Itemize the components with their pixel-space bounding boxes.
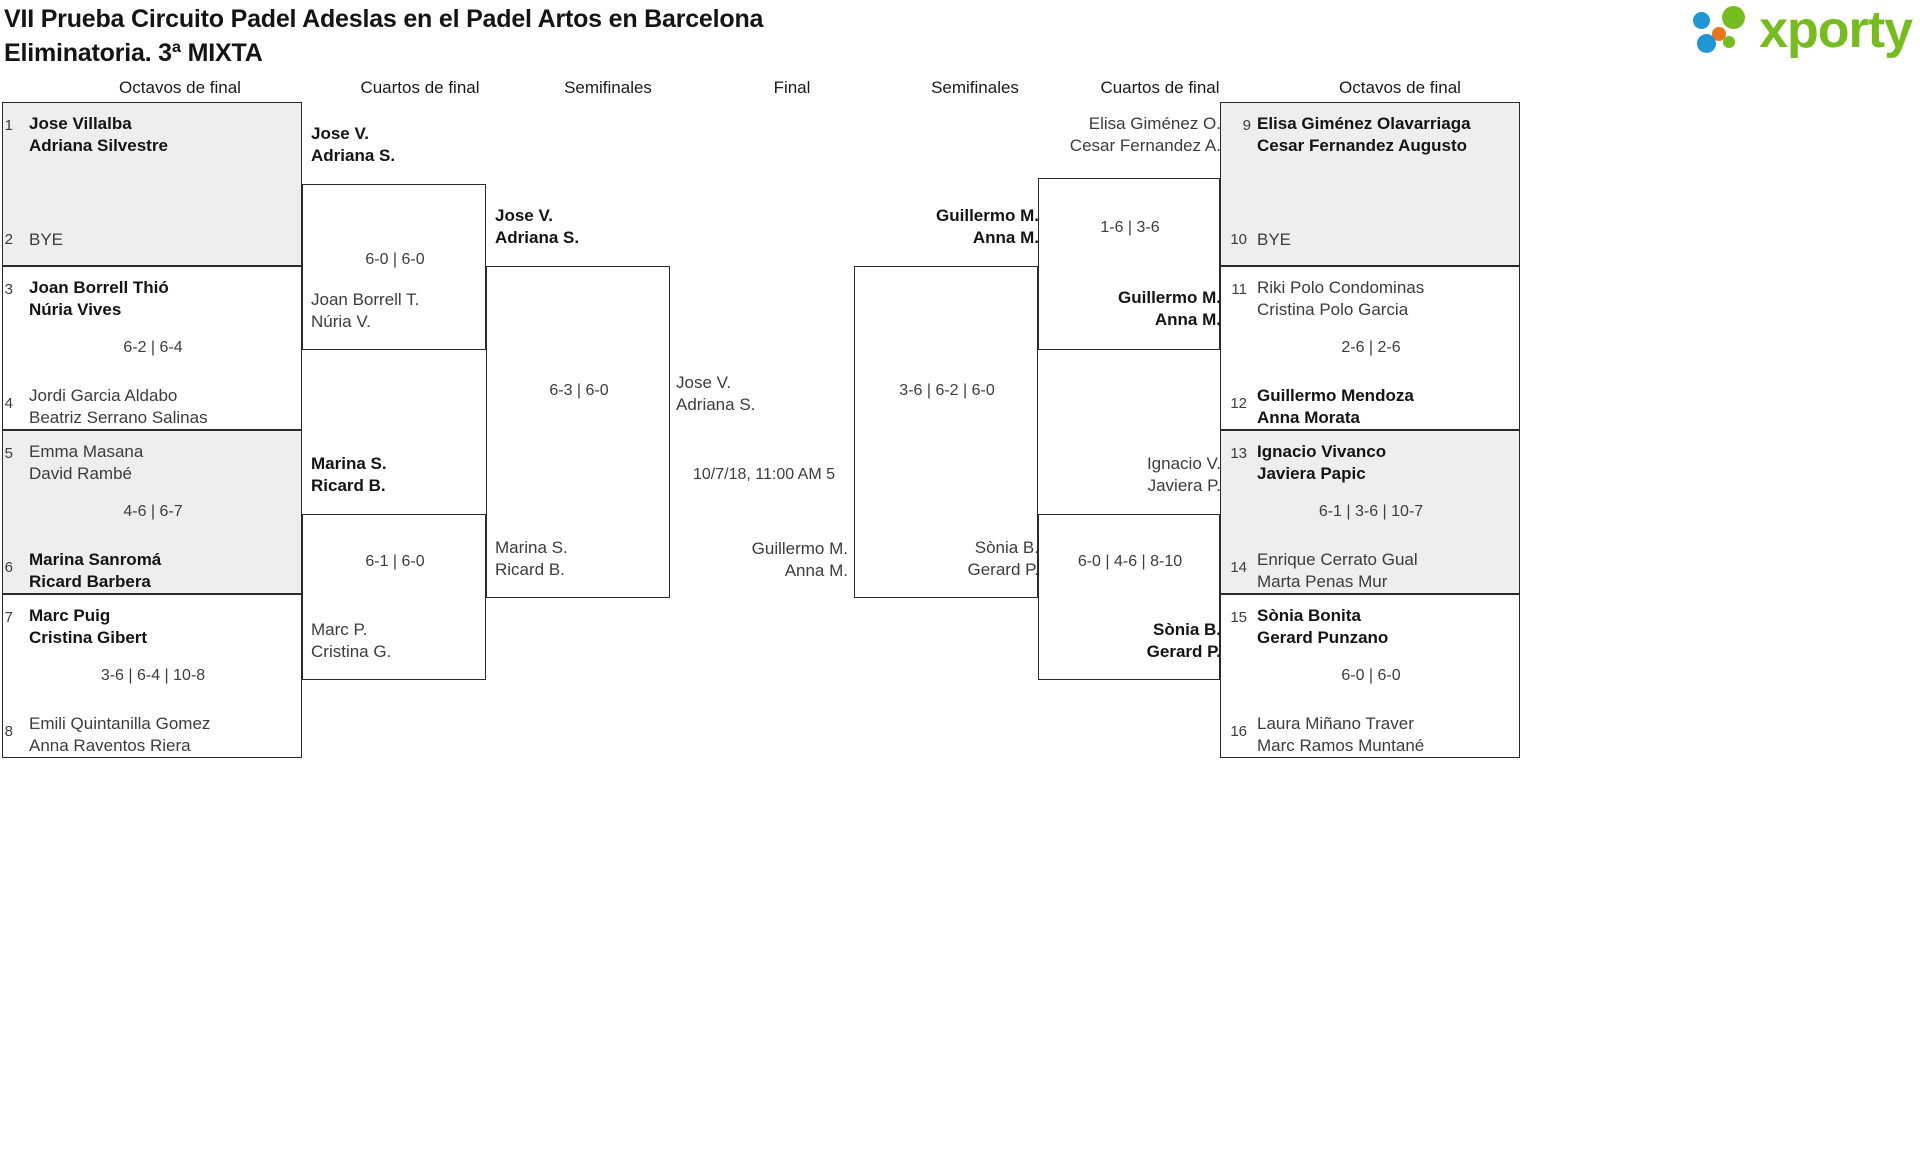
seed-number: 10 (1230, 231, 1247, 248)
team-bottom: Jordi Garcia Aldabo Beatriz Serrano Sali… (29, 386, 208, 427)
seed-number: 3 (4, 281, 13, 298)
seed-number: 13 (1230, 445, 1247, 462)
match-score: 6-0 | 6-0 (1341, 667, 1401, 684)
seed-number: 8 (4, 723, 13, 740)
team-top: Sònia Bonita Gerard Punzano (1257, 606, 1389, 647)
match-score: 6-2 | 6-4 (123, 339, 183, 356)
match-left-r16-2[interactable]: 3 Joan Borrell Thió Núria Vives 6-2 | 6-… (2, 266, 302, 430)
team-top: Joan Borrell Thió Núria Vives (29, 278, 169, 319)
match-datetime: 10/7/18, 11:00 AM 5 (692, 466, 836, 483)
team-top: Jose V. Adriana S. (311, 124, 396, 165)
seed-number: 6 (4, 559, 13, 576)
team-bottom: Enrique Cerrato Gual Marta Penas Mur (1257, 550, 1418, 591)
match-left-qf-2[interactable]: Marina S. Ricard B. 6-1 | 6-0 Marc P. Cr… (302, 454, 486, 680)
team-top: Emma Masana David Rambé (29, 442, 144, 483)
seed-number: 16 (1230, 723, 1247, 740)
xporty-logo: xporty (1691, 1, 1913, 59)
team-top: Marc Puig Cristina Gibert (29, 606, 148, 647)
logo-dots-icon (1691, 4, 1753, 56)
team-bottom: Marina S. Ricard B. (495, 538, 568, 579)
seed-number: 14 (1230, 559, 1247, 576)
round-header-right-r16: Octavos de final (1339, 78, 1461, 97)
team-top: Riki Polo Condominas Cristina Polo Garci… (1257, 278, 1425, 319)
seed-number: 7 (4, 609, 13, 626)
match-right-qf-2[interactable]: Ignacio V. Javiera P. 6-0 | 4-6 | 8-10 S… (1038, 454, 1221, 680)
seed-number: 11 (1231, 281, 1247, 298)
team-bottom: Guillermo M. Anna M. (751, 539, 848, 580)
match-score: 6-0 | 4-6 | 8-10 (1077, 553, 1183, 570)
seed-number: 5 (4, 445, 13, 462)
round-header-right-sf: Semifinales (931, 78, 1019, 97)
match-score: 6-0 | 6-0 (365, 251, 425, 268)
match-score: 3-6 | 6-4 | 10-8 (100, 667, 206, 684)
team-bottom: BYE (29, 230, 64, 249)
team-top: Guillermo M. Anna M. (936, 206, 1039, 247)
match-final[interactable]: Jose V. Adriana S. 10/7/18, 11:00 AM 5 G… (672, 362, 852, 582)
seed-number: 2 (4, 231, 13, 248)
match-left-r16-3[interactable]: 5 Emma Masana David Rambé 4-6 | 6-7 6 Ma… (2, 430, 302, 594)
match-score: 6-1 | 6-0 (365, 553, 425, 570)
team-bottom: Marina Sanromá Ricard Barbera (29, 550, 162, 591)
match-right-r16-3[interactable]: 13 Ignacio Vivanco Javiera Papic 6-1 | 3… (1220, 430, 1520, 594)
match-left-r16-4[interactable]: 7 Marc Puig Cristina Gibert 3-6 | 6-4 | … (2, 594, 302, 758)
logo-wordmark: xporty (1759, 1, 1913, 59)
team-bottom: Laura Miñano Traver Marc Ramos Muntané (1257, 714, 1425, 755)
match-right-r16-1[interactable]: 9 Elisa Giménez Olavarriaga Cesar Fernan… (1220, 102, 1520, 266)
team-bottom: Emili Quintanilla Gomez Anna Raventos Ri… (29, 714, 211, 755)
team-top: Marina S. Ricard B. (311, 454, 387, 495)
match-score: 6-3 | 6-0 (549, 382, 609, 399)
match-score: 4-6 | 6-7 (123, 503, 183, 520)
match-left-r16-1[interactable]: 1 Jose Villalba Adriana Silvestre 2 BYE (2, 102, 302, 266)
team-bottom: Guillermo Mendoza Anna Morata (1257, 386, 1414, 427)
team-top: Ignacio Vivanco Javiera Papic (1257, 442, 1387, 483)
team-top: Ignacio V. Javiera P. (1146, 454, 1221, 495)
team-bottom: Sònia B. Gerard P. (1146, 620, 1221, 661)
seed-number: 9 (1242, 117, 1251, 134)
team-bottom: Sònia B. Gerard P. (967, 538, 1039, 579)
match-left-sf-1[interactable]: Jose V. Adriana S. 6-3 | 6-0 Marina S. R… (486, 206, 670, 598)
round-header-left-qf: Cuartos de final (360, 78, 480, 97)
seed-number: 15 (1230, 609, 1247, 626)
round-header-left-r16: Octavos de final (119, 78, 241, 97)
team-top: Elisa Giménez O. Cesar Fernandez A. (1069, 114, 1221, 155)
match-right-r16-2[interactable]: 11 Riki Polo Condominas Cristina Polo Ga… (1220, 266, 1520, 430)
match-score: 3-6 | 6-2 | 6-0 (899, 382, 995, 399)
round-header-right-qf: Cuartos de final (1100, 78, 1220, 97)
seed-number: 12 (1230, 395, 1247, 412)
match-left-qf-1[interactable]: Jose V. Adriana S. 6-0 | 6-0 Joan Borrel… (302, 124, 486, 350)
team-top: Jose V. Adriana S. (676, 373, 756, 414)
page-title: VII Prueba Circuito Padel Adeslas en el … (4, 2, 763, 70)
match-right-sf-1[interactable]: Guillermo M. Anna M. 3-6 | 6-2 | 6-0 Sòn… (854, 206, 1039, 598)
match-right-qf-1[interactable]: Elisa Giménez O. Cesar Fernandez A. 1-6 … (1038, 114, 1221, 350)
tournament-title-line-1: VII Prueba Circuito Padel Adeslas en el … (4, 5, 764, 33)
team-top: Jose V. Adriana S. (495, 206, 580, 247)
seed-number: 4 (4, 395, 13, 412)
seed-number: 1 (4, 117, 13, 134)
match-score: 6-1 | 3-6 | 10-7 (1318, 503, 1424, 520)
team-bottom: Marc P. Cristina G. (311, 620, 392, 661)
team-bottom: BYE (1257, 230, 1292, 249)
team-bottom: Guillermo M. Anna M. (1118, 288, 1221, 329)
tournament-title-line-2: Eliminatoria. 3ª MIXTA (4, 39, 263, 67)
team-top: Jose Villalba Adriana Silvestre (29, 114, 168, 155)
match-right-r16-4[interactable]: 15 Sònia Bonita Gerard Punzano 6-0 | 6-0… (1220, 594, 1520, 758)
match-score: 2-6 | 2-6 (1341, 339, 1401, 356)
round-header-final: Final (773, 78, 811, 97)
round-header-left-sf: Semifinales (564, 78, 652, 97)
team-bottom: Joan Borrell T. Núria V. (311, 290, 420, 331)
team-top: Elisa Giménez Olavarriaga Cesar Fernande… (1257, 114, 1471, 155)
match-score: 1-6 | 3-6 (1100, 219, 1160, 236)
